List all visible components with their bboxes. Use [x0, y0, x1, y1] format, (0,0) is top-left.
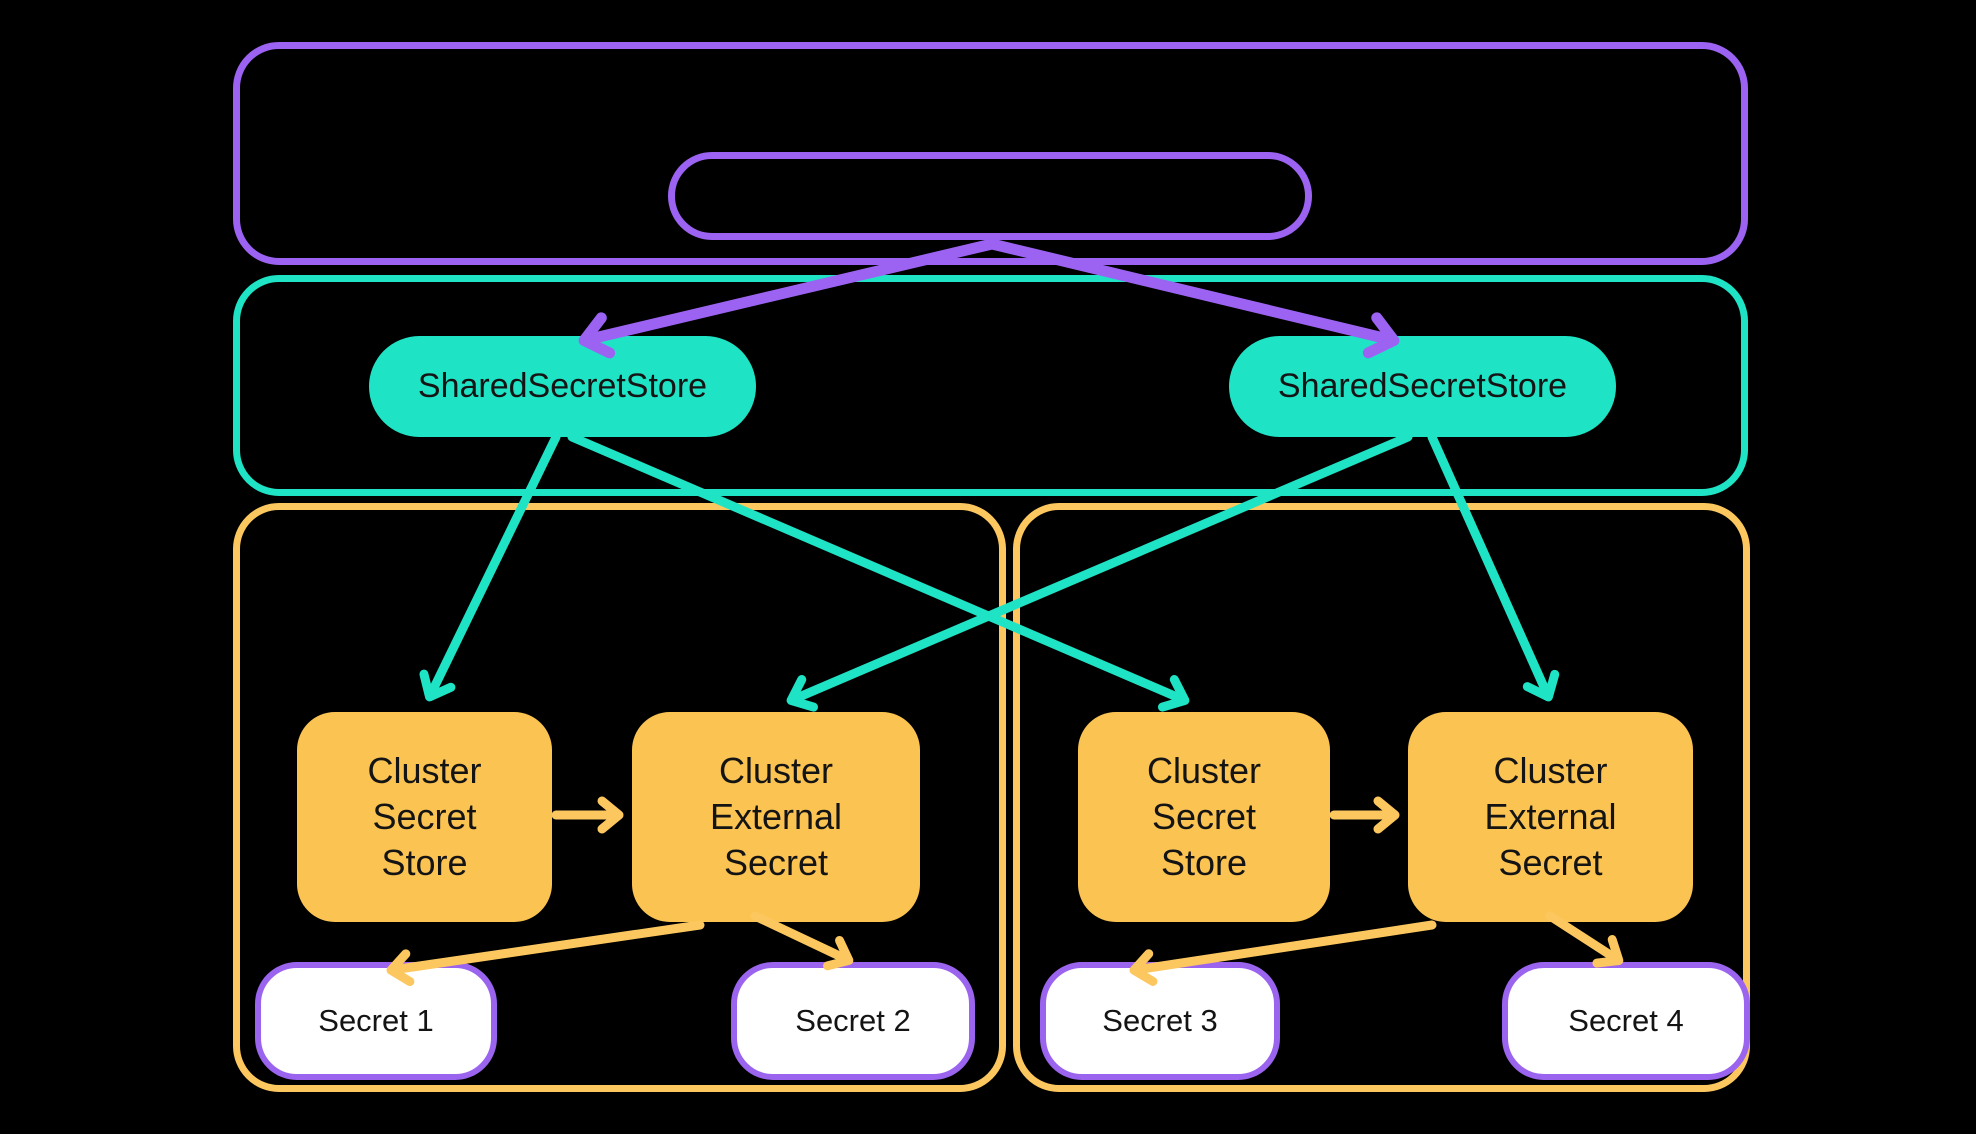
top-pill-node: [668, 152, 1312, 240]
node-label: SharedSecretStore: [417, 367, 708, 405]
node-secret-4: Secret 4: [1502, 962, 1750, 1080]
node-label-line: Cluster: [718, 750, 834, 791]
node-label-line: Cluster: [367, 750, 482, 791]
node-label-line: Cluster: [1146, 750, 1262, 791]
node-label: Secret 1: [318, 1003, 434, 1038]
node-secret-3: Secret 3: [1040, 962, 1280, 1080]
node-cluster-secret-store-left: Cluster Secret Store: [297, 712, 552, 922]
node-label-line: External: [1484, 796, 1617, 837]
node-secret-2: Secret 2: [731, 962, 975, 1080]
node-secret-1: Secret 1: [255, 962, 497, 1080]
node-shared-secret-store-left: SharedSecretStore: [369, 336, 756, 437]
node-shared-secret-store-right: SharedSecretStore: [1229, 336, 1616, 437]
node-label-line: External: [709, 796, 843, 837]
node-label: SharedSecretStore: [1277, 367, 1568, 405]
node-label: Secret 2: [795, 1003, 911, 1038]
node-label-line: Cluster: [1493, 750, 1608, 791]
node-cluster-secret-store-right: Cluster Secret Store: [1078, 712, 1330, 922]
node-label: Secret 4: [1568, 1003, 1684, 1038]
node-label: Secret 3: [1102, 1003, 1218, 1038]
node-label-line: Secret: [1498, 842, 1603, 883]
node-label-line: Secret: [1151, 796, 1257, 837]
node-label-line: Secret: [723, 842, 829, 883]
node-cluster-external-secret-left: Cluster External Secret: [632, 712, 920, 922]
node-label-line: Store: [381, 842, 468, 883]
node-label-line: Store: [1160, 842, 1248, 883]
node-label-line: Secret: [372, 796, 477, 837]
node-cluster-external-secret-right: Cluster External Secret: [1408, 712, 1693, 922]
